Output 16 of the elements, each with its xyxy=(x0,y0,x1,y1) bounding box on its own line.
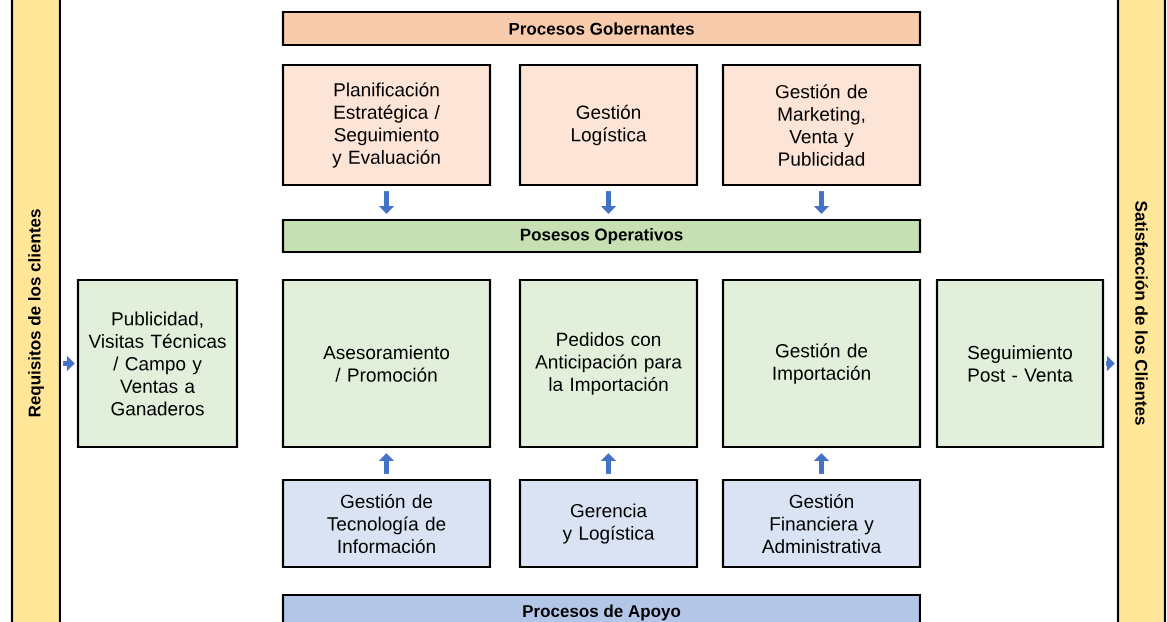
header-band: Procesos de Apoyo xyxy=(281,593,922,622)
process-box: Pedidos con Anticipación para la Importación xyxy=(518,278,699,449)
process-box: Gerencia y Logística xyxy=(518,478,699,569)
header-band: Procesos Gobernantes xyxy=(281,10,922,47)
header-band: Posesos Operativos xyxy=(281,218,922,254)
process-box: Asesoramiento / Promoción xyxy=(281,278,492,449)
process-box: Gestión Logística xyxy=(518,63,699,187)
process-box: Publicidad, Visitas Técnicas / Campo y Ventas a Ganaderos xyxy=(76,278,239,449)
process-box: Seguimiento Post - Venta xyxy=(935,278,1105,449)
process-box: Planificación Estratégica / Seguimiento y Evaluación xyxy=(281,63,492,187)
process-box: Gestión Financiera y Administrativa xyxy=(721,478,922,569)
process-box: Gestión de Importación xyxy=(721,278,922,449)
process-box: Gestión de Marketing, Venta y Publicidad xyxy=(721,63,922,187)
process-box: Gestión de Tecnología de Información xyxy=(281,478,492,569)
side-bar: Requisitos de los clientes xyxy=(10,0,62,622)
side-bar: Satisfacción de los Clientes xyxy=(1116,0,1167,622)
